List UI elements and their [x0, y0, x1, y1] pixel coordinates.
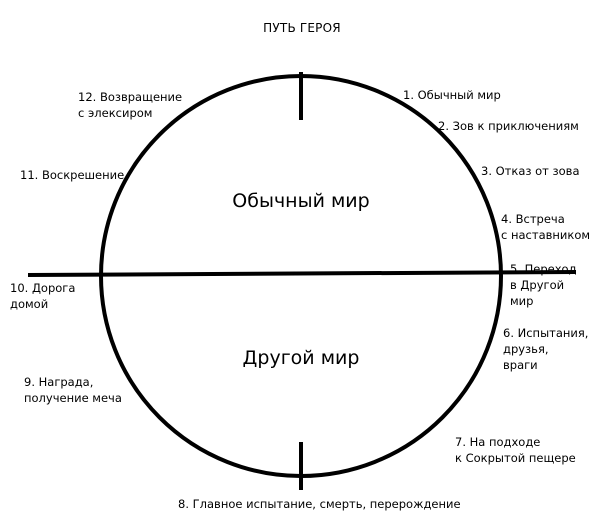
stage-10: 10. Дорога домой [10, 280, 75, 312]
stage-5-line-3: мир [510, 294, 534, 308]
stage-6: 6. Испытания, друзья, враги [503, 325, 588, 373]
diagram-title: ПУТЬ ГЕРОЯ [263, 21, 341, 35]
stage-5-line-1: 5. Переход [510, 262, 577, 276]
stage-9-line-1: 9. Награда, [24, 375, 94, 389]
stage-5: 5. Переход в Другой мир [510, 261, 577, 309]
stage-4-line-2: с наставником [501, 228, 591, 242]
stage-7: 7. На подходе к Сокрытой пещере [455, 434, 576, 466]
stage-6-line-1: 6. Испытания, [503, 326, 589, 340]
stage-4: 4. Встреча с наставником [501, 211, 590, 243]
stage-9-line-2: получение меча [24, 391, 122, 405]
stage-1: 1. Обычный мир [403, 87, 501, 103]
region-other-world: Другой мир [242, 347, 360, 369]
stage-4-line-1: 4. Встреча [501, 212, 565, 226]
world-divider-line [27, 270, 577, 277]
stage-2-line-1: 2. Зов к приключениям [438, 119, 579, 133]
stage-10-line-1: 10. Дорога [10, 281, 76, 295]
stage-12: 12. Возвращение с элексиром [78, 89, 182, 121]
stage-1-line-1: 1. Обычный мир [403, 88, 501, 102]
stage-12-line-2: с элексиром [78, 106, 153, 120]
stage-7-line-2: к Сокрытой пещере [455, 451, 576, 465]
stage-11-line-1: 11. Воскрешение [20, 168, 125, 182]
stage-8: 8. Главное испытание, смерть, перерожден… [178, 496, 461, 512]
stage-8-line-1: 8. Главное испытание, смерть, перерожден… [178, 497, 461, 511]
stage-2: 2. Зов к приключениям [438, 118, 579, 134]
stage-9: 9. Награда, получение меча [24, 374, 122, 406]
stage-6-line-2: друзья, [503, 342, 549, 356]
stage-11: 11. Воскрешение [20, 167, 124, 183]
region-ordinary-world: Обычный мир [232, 190, 370, 212]
stage-5-line-2: в Другой [510, 278, 565, 292]
stage-3: 3. Отказ от зова [481, 163, 580, 179]
stage-7-line-1: 7. На подходе [455, 435, 541, 449]
stage-3-line-1: 3. Отказ от зова [481, 164, 580, 178]
stage-6-line-3: враги [503, 358, 538, 372]
stage-10-line-2: домой [10, 297, 49, 311]
stage-12-line-1: 12. Возвращение [78, 90, 183, 104]
